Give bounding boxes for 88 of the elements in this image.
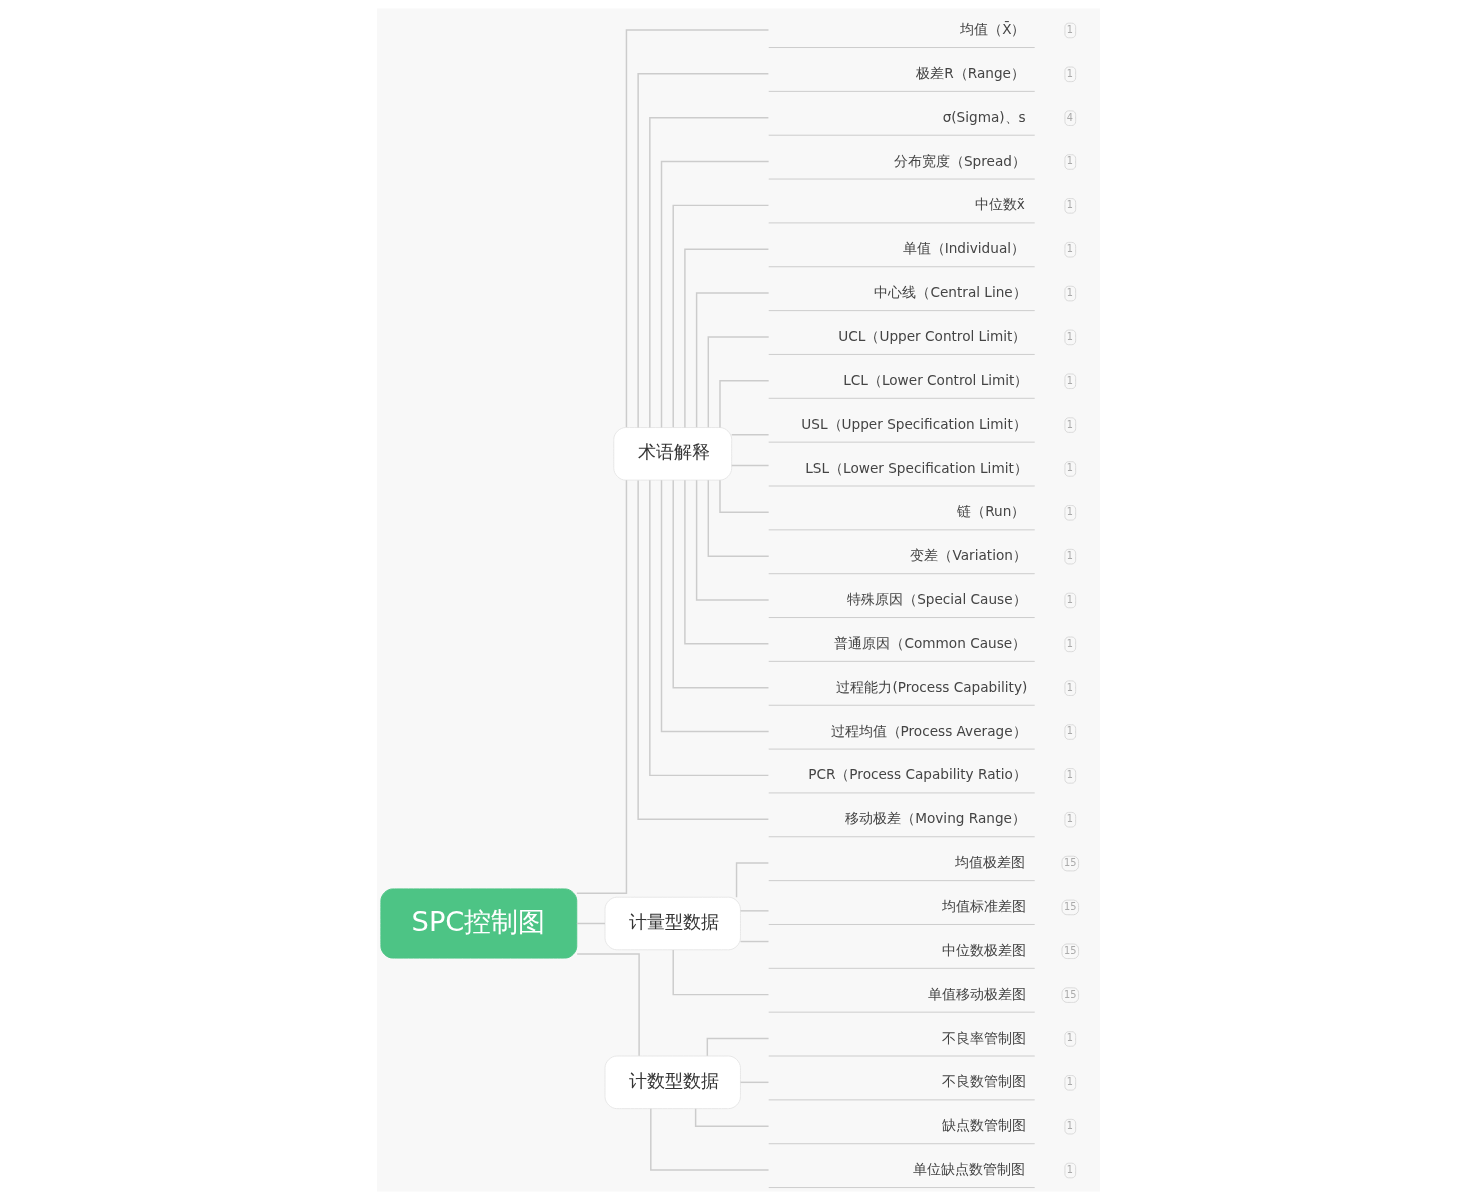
node-label: 15 [1063, 988, 1077, 1000]
connector [672, 204, 770, 428]
node-label: 1 [1066, 1076, 1074, 1088]
node-label: 1 [1066, 769, 1074, 781]
node-label: 15 [1063, 857, 1077, 869]
connector [576, 479, 628, 894]
node-text: LSL（Lower Specification Limit） [805, 459, 1028, 476]
node-text: 不良率管制图 [941, 1029, 1026, 1046]
node-label: 1 [1066, 418, 1074, 430]
connector [695, 292, 770, 429]
node-text: 过程能力(Process Capability) [836, 678, 1028, 695]
node-box: 计数型数据 [604, 1055, 741, 1110]
node-text: USL（Upper Specification Limit） [801, 415, 1027, 432]
node-label: 1 [1066, 1163, 1074, 1175]
connector [707, 479, 770, 557]
connector [672, 479, 770, 689]
node-text: 普通原因（Common Cause） [834, 634, 1027, 651]
connector [730, 464, 770, 467]
node-text: 链（Run） [957, 503, 1026, 520]
node-text: 变差（Variation） [910, 547, 1027, 564]
node-text: 特殊原因（Special Cause） [847, 591, 1027, 608]
node-text: 均值标准差图 [941, 898, 1026, 915]
node-text: 过程均值（Process Average） [830, 722, 1027, 739]
node-text: 分布宽度（Spread） [893, 152, 1026, 169]
node-label: 15 [1063, 900, 1077, 912]
connector [719, 479, 770, 514]
node-text: 中心线（Central Line） [874, 284, 1027, 301]
node-label: 1 [1066, 374, 1074, 386]
connector [739, 1081, 770, 1084]
node-text: 极差R（Range） [916, 64, 1025, 81]
node-text: σ(Sigma)、s [942, 108, 1026, 125]
connector [625, 29, 770, 429]
connector [649, 479, 770, 777]
connector [730, 434, 770, 436]
node-label: 1 [1066, 725, 1074, 737]
node-label: 15 [1063, 944, 1077, 956]
node-label: 1 [1066, 1120, 1074, 1132]
node-box: SPC控制图 [380, 888, 578, 959]
connector [684, 248, 770, 429]
node-text: 缺点数管制图 [941, 1117, 1026, 1134]
connector [684, 479, 770, 645]
node-label: 1 [1066, 155, 1074, 167]
node-label: 1 [1066, 286, 1074, 298]
node-label: 1 [1066, 637, 1074, 649]
connector [637, 479, 770, 820]
connector [576, 953, 640, 1057]
node-text: UCL（Upper Control Limit） [838, 328, 1027, 345]
node-text: 单位缺点数管制图 [913, 1161, 1026, 1178]
connector [739, 910, 770, 912]
node-label: 4 [1066, 111, 1074, 123]
node-label: 1 [1066, 199, 1074, 211]
node-text: PCR（Process Capability Ratio） [808, 766, 1027, 783]
node-label: 1 [1066, 23, 1074, 35]
connector [660, 160, 770, 429]
connector [695, 479, 770, 601]
connector [637, 73, 770, 429]
node-label: 1 [1066, 593, 1074, 605]
node-box: 术语解释 [613, 427, 733, 481]
node-label: 1 [1066, 330, 1074, 342]
node-text: 单值移动极差图 [928, 985, 1027, 1002]
node-text: 移动极差（Moving Range） [845, 810, 1026, 827]
connector [672, 949, 770, 996]
connector [719, 380, 770, 429]
connector [706, 1037, 770, 1057]
node-label: 1 [1066, 243, 1074, 255]
connector [650, 1107, 770, 1171]
connector [735, 862, 770, 898]
node-label: 1 [1066, 1032, 1074, 1044]
node-label: 1 [1066, 67, 1074, 79]
node-label: 1 [1066, 506, 1074, 518]
node-text: 中位数x̃ [974, 196, 1025, 213]
node-text: 不良数管制图 [941, 1073, 1026, 1090]
connector [694, 1108, 770, 1127]
node-text: LCL（Lower Control Limit） [843, 371, 1029, 388]
connector [707, 336, 770, 429]
node-text: 单值（Individual） [902, 240, 1026, 257]
node-text: 均值（X̄） [960, 21, 1026, 38]
connector [576, 922, 606, 925]
node-label: 1 [1066, 681, 1074, 693]
node-text: 中位数极差图 [941, 941, 1026, 958]
node-label: 1 [1066, 550, 1074, 562]
node-label: 1 [1066, 813, 1074, 825]
connector [660, 479, 770, 733]
node-text: 均值极差图 [955, 854, 1026, 871]
connector [649, 116, 770, 429]
node-box: 计量型数据 [604, 896, 741, 951]
connector [739, 940, 770, 943]
node-label: 1 [1066, 462, 1074, 474]
